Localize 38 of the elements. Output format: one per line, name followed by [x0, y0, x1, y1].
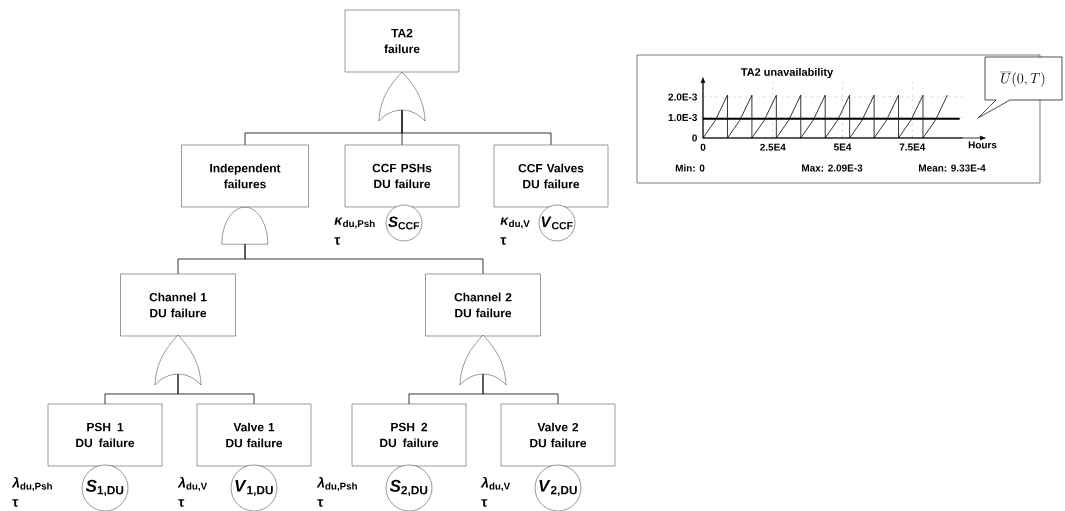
callout-bubble: $\overline{U}(0, T)$ — [977, 56, 1063, 119]
connector-line — [244, 243, 484, 275]
parameter-label: κ$_{du,Psh}$ — [334, 217, 375, 229]
y-tick-label: 1.0E-3 — [668, 113, 698, 122]
node-label: S$_{1,DU}$ — [85, 479, 124, 497]
parameter-label: τ — [481, 499, 488, 507]
node-label: S$_{2,DU}$ — [389, 479, 428, 497]
parameter-label: λ$_{du,Psh}$ — [11, 476, 52, 492]
connector-line — [401, 109, 552, 146]
x-axis-title: Hours — [968, 141, 997, 149]
parameter-label: τ — [334, 237, 341, 245]
x-tick-label: 2.5E4 — [760, 143, 786, 151]
and-gate — [221, 207, 268, 245]
x-tick-label: 5E4 — [833, 143, 852, 151]
parameter-label: λ$_{du,V}$ — [480, 476, 511, 492]
or-gate — [378, 71, 426, 122]
chart-title: TA2 unavailability — [740, 67, 834, 79]
x-tick-label: 7.5E4 — [899, 143, 926, 151]
stat-label: Min: 0 — [675, 164, 705, 172]
parameter-label: τ — [500, 237, 507, 245]
parameter-label: λ$_{du,Psh}$ — [316, 476, 357, 492]
or-gate — [459, 334, 507, 386]
parameter-label: τ — [12, 499, 19, 507]
node-label: V$_{2,DU}$ — [539, 479, 577, 497]
y-tick-label: 2.0E-3 — [668, 93, 698, 101]
node-label: V$_{1,DU}$ — [235, 479, 273, 497]
parameter-label: λ$_{du,V}$ — [177, 476, 208, 492]
or-gate — [154, 334, 202, 386]
parameter-label: τ — [317, 499, 324, 507]
stat-label: Mean: 9.33E-4 — [919, 164, 986, 172]
parameter-label: κ$_{du,V}$ — [500, 217, 530, 229]
x-tick-label: 0 — [700, 143, 706, 151]
y-tick-label: 0 — [692, 134, 697, 142]
connector-line — [482, 373, 559, 405]
stat-label: Max: 2.09E-3 — [802, 164, 863, 172]
node-label: $\overline{U}(0, T)$ — [1000, 71, 1045, 87]
connector-line — [177, 373, 255, 405]
parameter-label: τ — [178, 499, 185, 507]
